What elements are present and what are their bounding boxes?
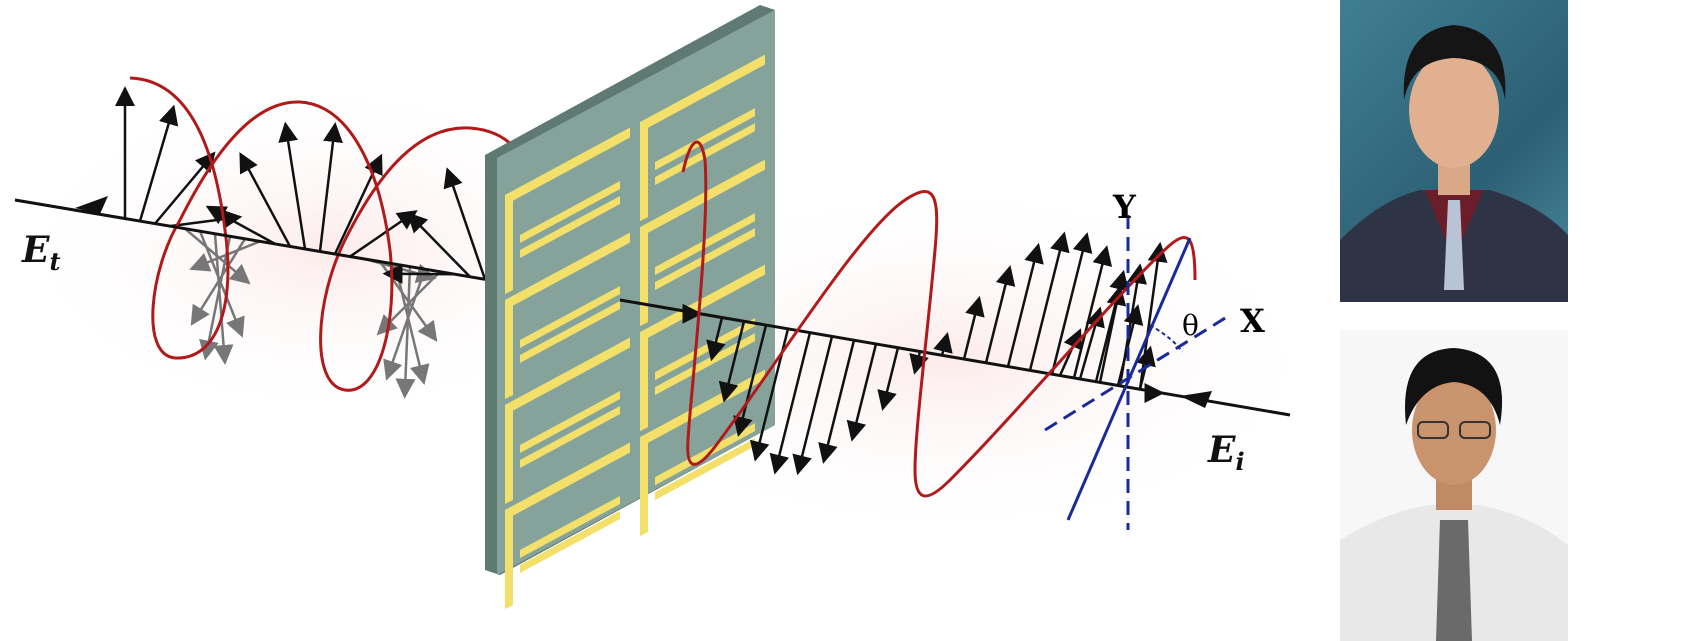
unit-cell-strip	[520, 511, 620, 573]
polarization-diagram: Et Ei Y X θ	[10, 5, 1330, 609]
unit-cell-strip	[655, 423, 755, 486]
unit-cell-strip	[640, 159, 765, 238]
field-vector-arrow	[383, 268, 427, 381]
field-vector-arrow	[877, 347, 900, 411]
field-vector-arrow	[718, 320, 746, 403]
unit-cell-strip	[505, 337, 630, 415]
y-label: Y	[1112, 188, 1137, 226]
incident-wave	[681, 140, 1197, 498]
field-vector-arrow	[962, 295, 985, 360]
field-vector-arrow	[239, 152, 292, 248]
et-label: Et	[21, 229, 61, 276]
unit-cell-strip	[520, 181, 620, 243]
field-vector-arrow	[846, 343, 878, 442]
field-vector-arrow	[933, 331, 953, 356]
unit-cell-strip	[520, 406, 620, 468]
ei-label: Ei	[1207, 429, 1245, 476]
field-vector-arrow	[443, 167, 487, 280]
unit-cell-strip	[520, 391, 620, 453]
unit-cell-strip	[655, 228, 755, 291]
unit-cell-strip	[640, 433, 648, 537]
field-vector-arrow	[909, 351, 929, 375]
field-vector-arrow	[138, 104, 179, 222]
field-vector-arrow	[406, 212, 471, 278]
unit-cell-strip	[520, 301, 620, 363]
unit-cell-strip	[520, 196, 620, 258]
field-vector-arrow	[1006, 242, 1044, 367]
field-vector-arrow	[1138, 241, 1168, 390]
field-vector-arrow	[769, 332, 812, 475]
polarization-line	[1066, 237, 1192, 521]
unit-cell-strip	[505, 506, 513, 609]
field-vector-arrow	[205, 205, 276, 245]
field-vector-arrow	[984, 265, 1016, 364]
metasurface-plate	[485, 5, 775, 609]
field-vector-arrow	[818, 339, 856, 464]
field-vector-arrow	[199, 236, 232, 361]
unit-cell-strip	[655, 438, 755, 501]
field-vector-arrow	[154, 151, 216, 225]
theta-label: θ	[1182, 309, 1199, 342]
unit-cell-strip	[505, 127, 630, 205]
unit-cell-strip	[505, 232, 630, 310]
field-vector-arrow	[1098, 284, 1127, 383]
portrait-top	[1340, 0, 1568, 302]
field-vector-arrow	[349, 210, 418, 258]
unit-cell-strip	[505, 401, 513, 504]
unit-cell-strip	[640, 54, 765, 133]
field-vector-arrow	[733, 324, 768, 437]
unit-cell-strip	[505, 191, 513, 294]
unit-cell-strip	[505, 296, 513, 399]
axis-left	[14, 198, 561, 294]
unit-cell-strip	[640, 118, 648, 222]
axis-right	[619, 298, 1291, 417]
field-vector-arrow	[1028, 231, 1070, 371]
x-axis	[1044, 313, 1231, 432]
unit-cell-strip	[640, 223, 648, 327]
unit-cell-strip	[655, 318, 755, 381]
field-vector-arrow	[1050, 232, 1093, 375]
unit-cell-strip	[640, 264, 765, 343]
unit-cell-strip	[520, 286, 620, 348]
field-vector-arrow	[213, 233, 234, 365]
et-arrowhead-icon	[75, 196, 108, 214]
field-vector-arrow	[393, 263, 430, 386]
angle-arc	[1149, 324, 1183, 353]
x-label: X	[1240, 302, 1265, 340]
unit-cell-strip	[505, 442, 630, 520]
field-vector-arrow	[1118, 263, 1147, 387]
field-vector-arrow	[189, 240, 261, 272]
transmitted-wave	[129, 76, 522, 392]
portrait-bottom	[1340, 330, 1568, 641]
field-vector-arrow	[706, 317, 726, 362]
field-vector-arrow	[318, 122, 343, 252]
field-vector-arrow	[792, 336, 834, 476]
field-vector-arrow	[395, 266, 416, 399]
unit-cell-strip	[655, 333, 755, 396]
unit-cell-strip	[520, 496, 620, 558]
field-vector-arrow	[1058, 328, 1083, 377]
field-vector-arrow	[382, 263, 456, 284]
field-vector-arrow	[190, 238, 247, 326]
unit-cell-strip	[640, 328, 648, 432]
ei-arrowhead-icon	[1180, 391, 1212, 408]
unit-cell-strip	[655, 108, 755, 171]
field-vector-arrow	[278, 121, 307, 250]
